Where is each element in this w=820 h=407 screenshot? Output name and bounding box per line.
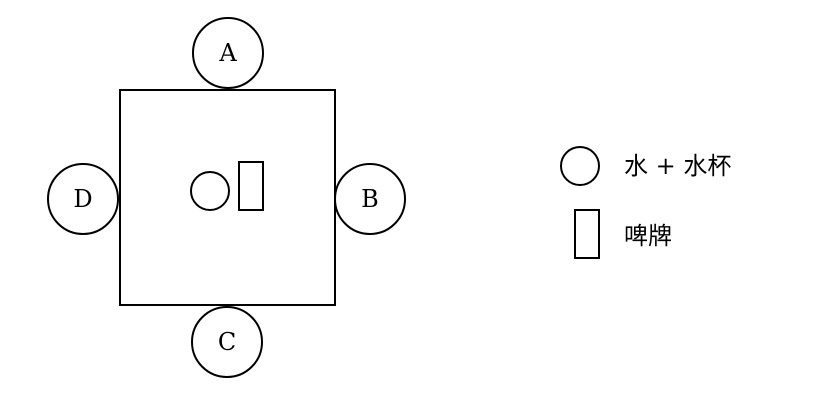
seat-b: B bbox=[334, 163, 406, 235]
seat-b-label: B bbox=[361, 185, 379, 213]
seat-a-circle bbox=[192, 17, 264, 89]
seat-c: C bbox=[191, 306, 263, 378]
seat-a-label: A bbox=[218, 39, 237, 67]
water-cup-icon bbox=[190, 171, 230, 211]
seat-d-label: D bbox=[73, 185, 92, 213]
seat-b-circle bbox=[334, 163, 406, 235]
legend-water-cup-icon bbox=[560, 146, 600, 186]
seat-d: D bbox=[47, 163, 119, 235]
legend: 水 + 水杯 啤牌 bbox=[560, 146, 731, 259]
legend-sign-card-icon bbox=[574, 209, 600, 259]
seat-a: A bbox=[192, 17, 264, 89]
seat-c-label: C bbox=[218, 328, 236, 356]
sign-card-icon bbox=[238, 161, 264, 211]
seat-c-circle bbox=[191, 306, 263, 378]
seat-d-circle bbox=[47, 163, 119, 235]
legend-sign-label: 啤牌 bbox=[624, 222, 672, 250]
legend-water-label: 水 + 水杯 bbox=[624, 152, 731, 180]
